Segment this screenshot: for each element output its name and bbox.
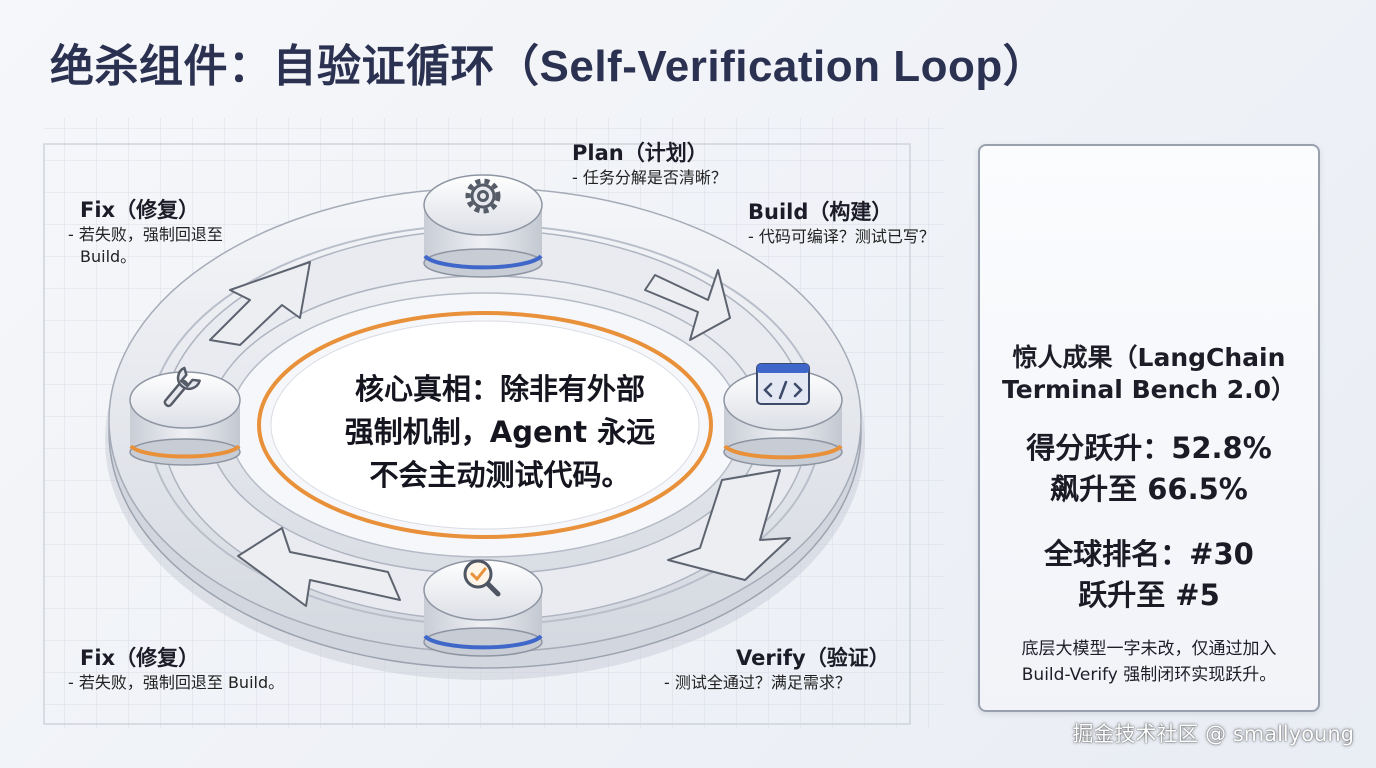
magnifier-check-icon — [463, 559, 501, 597]
gear-icon — [465, 178, 501, 214]
results-heading-line-1: 惊人成果（LangChain — [1012, 343, 1286, 372]
verify-desc: - 测试全通过？满足需求？ — [664, 673, 851, 692]
results-score-line-2: 飙升至 66.5% — [1050, 472, 1248, 506]
fix-top-desc-2: Build。 — [80, 247, 137, 266]
results-heading: 惊人成果（LangChain Terminal Bench 2.0） — [980, 342, 1318, 406]
fix-bottom-title: Fix（修复） — [80, 646, 200, 670]
results-rank-line-1: 全球排名：#30 — [1044, 537, 1254, 571]
fix-top-desc-1: - 若失败，强制回退至 — [68, 225, 223, 244]
core-line-2: 强制机制，Agent 永远 — [344, 415, 656, 449]
build-title: Build（构建） — [748, 200, 893, 224]
diagram-frame — [43, 143, 911, 725]
results-rank: 全球排名：#30 跃升至 #5 — [980, 534, 1318, 616]
label-build: Build（构建） - 代码可编译？测试已写？ — [748, 196, 935, 248]
verify-title: Verify（验证） — [736, 646, 890, 670]
code-window-icon — [756, 363, 810, 405]
core-message: 核心真相：除非有外部 强制机制，Agent 永远 不会主动测试代码。 — [320, 368, 680, 497]
results-score-line-1: 得分跃升：52.8% — [1026, 431, 1272, 465]
core-ring-inner — [270, 320, 700, 530]
arrow-verify-to-fix — [237, 527, 401, 607]
results-note-line-1: 底层大模型一字未改，仅通过加入 — [1021, 639, 1277, 659]
arrow-build-to-verify — [667, 469, 791, 581]
label-plan: Plan（计划） - 任务分解是否清晰？ — [572, 137, 727, 189]
core-line-1: 核心真相：除非有外部 — [354, 372, 645, 406]
arrow-plan-to-build — [644, 269, 731, 341]
results-heading-line-2: Terminal Bench 2.0） — [1002, 375, 1296, 404]
node-verify — [423, 559, 543, 657]
arrow-fix-to-plan — [209, 261, 311, 346]
results-note-line-2: Build-Verify 强制闭环实现跃升。 — [1021, 665, 1277, 685]
node-plan — [423, 174, 543, 278]
results-rank-line-2: 跃升至 #5 — [1078, 578, 1220, 612]
core-ring-orange — [257, 311, 713, 539]
label-fix-bottom: Fix（修复） - 若失败，强制回退至 Build。 — [68, 642, 284, 694]
wrench-icon — [163, 366, 201, 408]
results-note: 底层大模型一字未改，仅通过加入 Build-Verify 强制闭环实现跃升。 — [980, 636, 1318, 688]
label-verify: Verify（验证） - 测试全通过？满足需求？ — [664, 642, 890, 694]
node-fix — [129, 366, 241, 466]
plan-title: Plan（计划） — [572, 141, 708, 165]
build-desc: - 代码可编译？测试已写？ — [748, 227, 935, 246]
node-build — [723, 363, 843, 467]
fix-top-title: Fix（修复） — [80, 198, 200, 222]
results-score: 得分跃升：52.8% 飙升至 66.5% — [980, 428, 1318, 510]
core-line-3: 不会主动测试代码。 — [369, 458, 631, 492]
results-panel: 惊人成果（LangChain Terminal Bench 2.0） 得分跃升：… — [978, 144, 1320, 712]
page-title: 绝杀组件：自验证循环（Self-Verification Loop） — [50, 42, 1048, 91]
watermark: 掘金技术社区 @ smallyoung — [1072, 722, 1354, 746]
fix-bottom-desc: - 若失败，强制回退至 Build。 — [68, 673, 285, 692]
label-fix-top: Fix（修复） - 若失败，强制回退至 Build。 — [68, 194, 223, 268]
plan-desc: - 任务分解是否清晰？ — [572, 168, 727, 187]
